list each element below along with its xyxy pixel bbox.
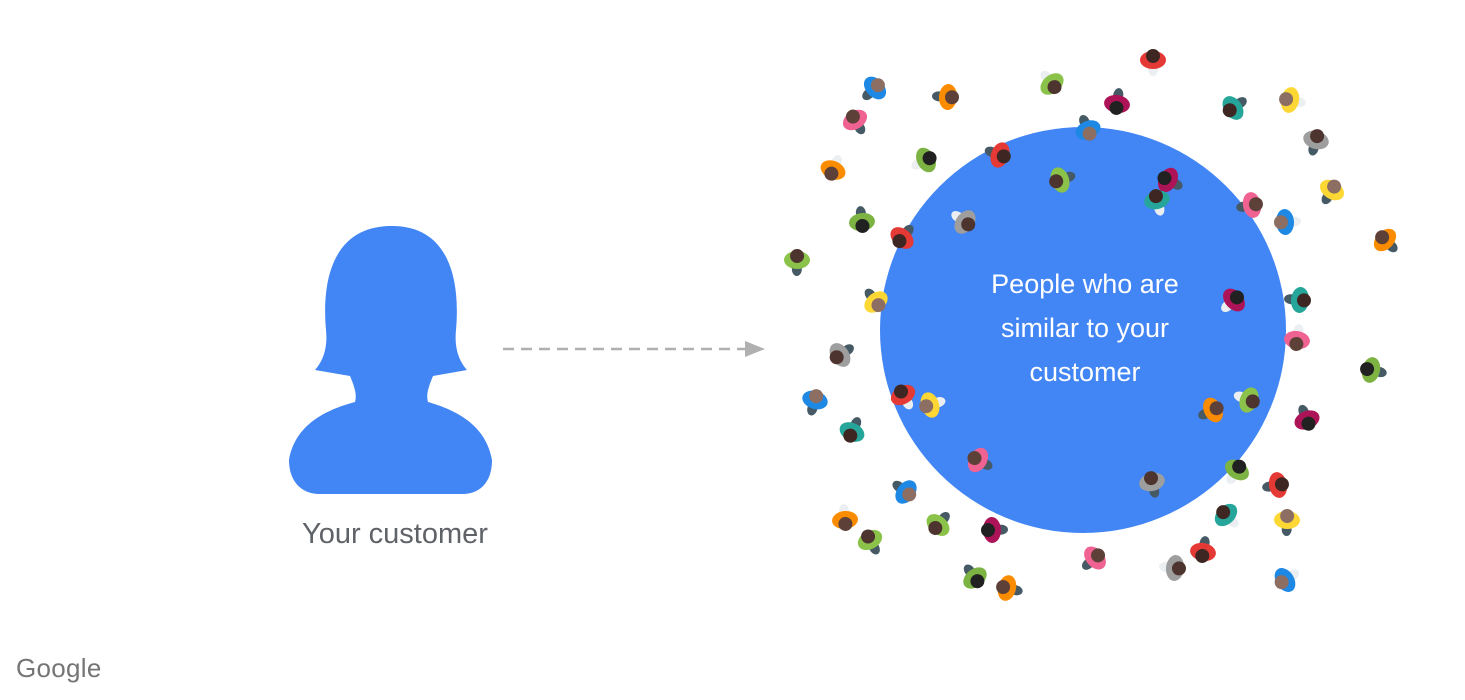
person-icon: [981, 517, 1008, 543]
crowd-icon: [784, 49, 1398, 601]
person-icon: [1233, 387, 1260, 413]
person-icon: [1159, 555, 1186, 581]
person-icon: [1319, 179, 1345, 205]
person-icon: [1274, 568, 1300, 592]
audience-label-line: People who are: [991, 269, 1179, 299]
person-icon: [862, 76, 887, 101]
person-icon: [1294, 404, 1320, 431]
person-icon: [1104, 88, 1130, 115]
person-icon: [951, 210, 976, 234]
person-icon: [820, 155, 846, 181]
person-icon: [1049, 167, 1076, 193]
google-logo: Google: [16, 653, 102, 683]
person-icon: [1274, 209, 1301, 235]
person-icon: [926, 511, 950, 536]
person-icon: [849, 206, 875, 233]
person-icon: [911, 147, 937, 173]
arrow-connector: [503, 341, 765, 357]
person-icon: [1221, 288, 1245, 313]
person-icon: [864, 288, 888, 313]
person-icon: [1140, 49, 1166, 76]
audience-circle: [880, 127, 1286, 533]
audience-label-line: similar to your: [1000, 313, 1170, 343]
person-icon: [1373, 228, 1398, 253]
person-icon: [919, 392, 946, 418]
person-icon: [1144, 189, 1170, 216]
arrow-head-icon: [745, 341, 765, 357]
person-icon: [984, 142, 1011, 168]
person-icon: [1075, 114, 1101, 141]
person-icon: [839, 417, 865, 443]
person-icon: [1274, 509, 1300, 536]
person-icon: [1236, 192, 1263, 218]
person-icon: [892, 480, 917, 504]
person-icon: [890, 224, 914, 249]
person-icon: [832, 504, 858, 531]
person-icon: [1303, 129, 1329, 156]
person-icon: [967, 447, 993, 473]
person-icon: [784, 249, 810, 276]
person-icon: [1262, 472, 1289, 498]
person-icon: [963, 564, 987, 589]
person-icon: [1225, 459, 1249, 485]
person-icon: [890, 384, 916, 410]
person-icon: [1040, 70, 1064, 95]
person-icon: [1139, 471, 1165, 498]
person-icon: [857, 529, 883, 555]
person-icon: [829, 343, 854, 367]
person-icon: [996, 575, 1023, 601]
customer-label: Your customer: [302, 518, 488, 550]
person-icon: [1198, 397, 1224, 423]
person-icon: [932, 84, 959, 110]
person-icon: [1081, 546, 1106, 570]
audience-label: People who are similar to your customer: [935, 262, 1235, 394]
person-icon: [1360, 357, 1387, 383]
person-icon: [1190, 536, 1216, 563]
person-icon: [1279, 87, 1306, 113]
person-icon: [802, 389, 828, 416]
person-icon: [842, 109, 868, 135]
person-icon: [1157, 167, 1183, 193]
audience-label-line: customer: [1029, 357, 1141, 387]
person-icon: [1214, 503, 1239, 528]
person-icon: [1222, 96, 1247, 120]
person-icon: [1284, 287, 1311, 313]
person-icon: [1284, 324, 1310, 351]
person-silhouette-icon: [289, 226, 492, 494]
